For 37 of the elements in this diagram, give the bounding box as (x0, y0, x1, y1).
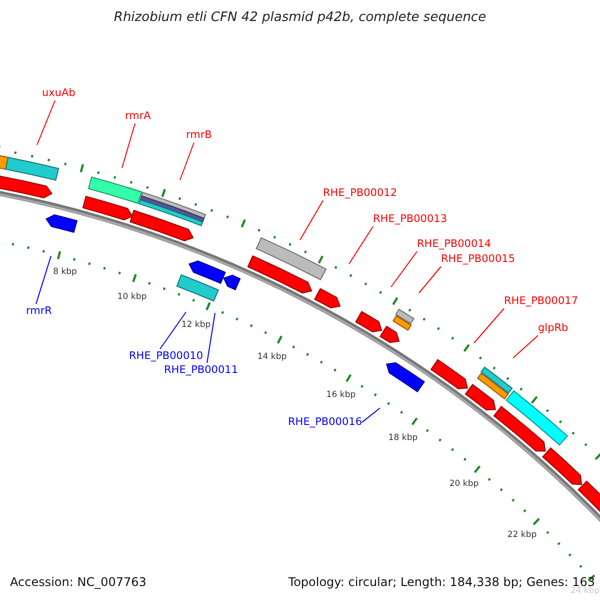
scale-label: 20 kbp (449, 480, 479, 488)
gene-label: RHE_PB00016 (288, 415, 362, 430)
gene-label: RHE_PB00010 (129, 349, 204, 364)
leader-line (36, 100, 56, 146)
leader-line (418, 266, 442, 294)
leader-line (390, 251, 418, 288)
scale-label: 10 kbp (117, 292, 147, 302)
leader-line (512, 335, 538, 358)
leader-line (122, 123, 136, 168)
scale-label: 12 kbp (181, 320, 211, 330)
scale-label: 18 kbp (388, 434, 418, 442)
accession-text: Accession: NC_007763 (10, 576, 146, 588)
gene-label: rmrA (125, 109, 151, 124)
gene-label: RHE_PB00014 (417, 237, 492, 252)
topology-text: Topology: circular; Length: 184,338 bp; Genes: 163 (288, 576, 595, 588)
gene-label: RHE_PB00017 (504, 294, 578, 308)
leader-line (300, 200, 324, 240)
gene-label: rmrB (186, 128, 212, 142)
gene-label: RHE_PB00013 (373, 212, 448, 226)
leader-line (36, 256, 52, 304)
leader-line (348, 226, 374, 264)
leader-line (362, 408, 380, 423)
scale-label: 22 kbp (507, 530, 537, 540)
scale-label: 8 kbp (53, 268, 77, 276)
scale-label: 16 kbp (326, 390, 356, 400)
gene-label: uxuAb (42, 86, 76, 100)
leader-line (474, 308, 504, 344)
gene-label: glpRb (538, 321, 568, 336)
leader-line (160, 312, 186, 350)
title: Rhizobium etli CFN 42 plasmid p42b, complete sequence (112, 11, 488, 24)
gene-label: RHE_PB00011 (164, 363, 238, 378)
gene-label: rmrR (26, 304, 52, 318)
scale-label: 14 kbp (257, 352, 287, 362)
leader-line (180, 142, 194, 180)
leader-line (206, 312, 216, 364)
gene-label: RHE_PB00015 (441, 252, 516, 266)
gene-label: RHE_PB00012 (323, 186, 398, 200)
